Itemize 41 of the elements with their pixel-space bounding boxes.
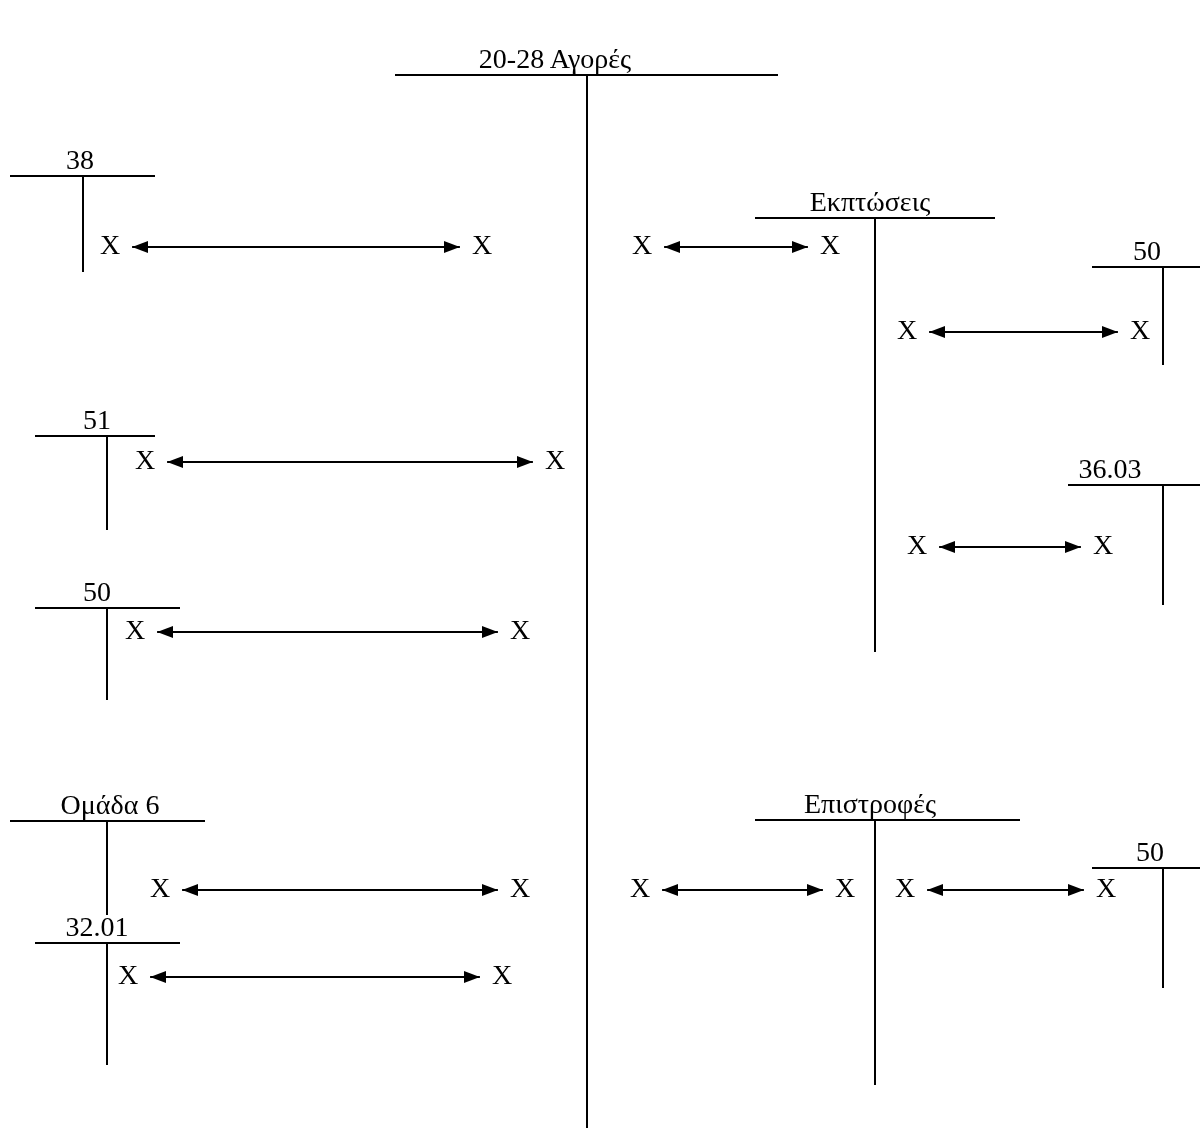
double-arrow [156,626,499,638]
entry-mark: X [1117,315,1163,345]
account-title: Ομάδα 6 [60,789,160,821]
entry-mark: X [617,873,663,903]
entry-mark: X [497,873,543,903]
double-arrow [131,241,461,253]
entry-mark: X [1083,873,1129,903]
entry-mark: X [497,615,543,645]
double-arrow [181,884,499,896]
account-title: 32.01 [65,911,129,943]
double-arrow [928,326,1119,338]
entry-mark: X [884,315,930,345]
account-title: Εκπτώσεις [809,186,931,218]
double-arrow [938,541,1082,553]
double-arrow [166,456,534,468]
entry-mark: X [479,960,525,990]
entry-mark: X [459,230,505,260]
account-title: 20-28 Αγορές [478,43,632,75]
account-title: 50 [83,576,111,608]
account-title: 51 [83,404,111,436]
entry-mark: X [807,230,853,260]
double-arrow [663,241,809,253]
double-arrow [661,884,824,896]
account-title: 38 [66,144,94,176]
account-title: 50 [1136,836,1164,868]
entry-mark: X [105,960,151,990]
account-title: 36.03 [1078,453,1142,485]
entry-mark: X [532,445,578,475]
entry-mark: X [619,230,665,260]
entry-mark: X [87,230,133,260]
entry-mark: X [822,873,868,903]
entry-mark: X [1080,530,1126,560]
entry-mark: X [112,615,158,645]
entry-mark: X [122,445,168,475]
account-title: Επιστροφές [803,788,937,820]
double-arrow [926,884,1085,896]
entry-mark: X [137,873,183,903]
entry-mark: X [882,873,928,903]
double-arrow [149,971,481,983]
entry-mark: X [894,530,940,560]
account-title: 50 [1133,235,1161,267]
